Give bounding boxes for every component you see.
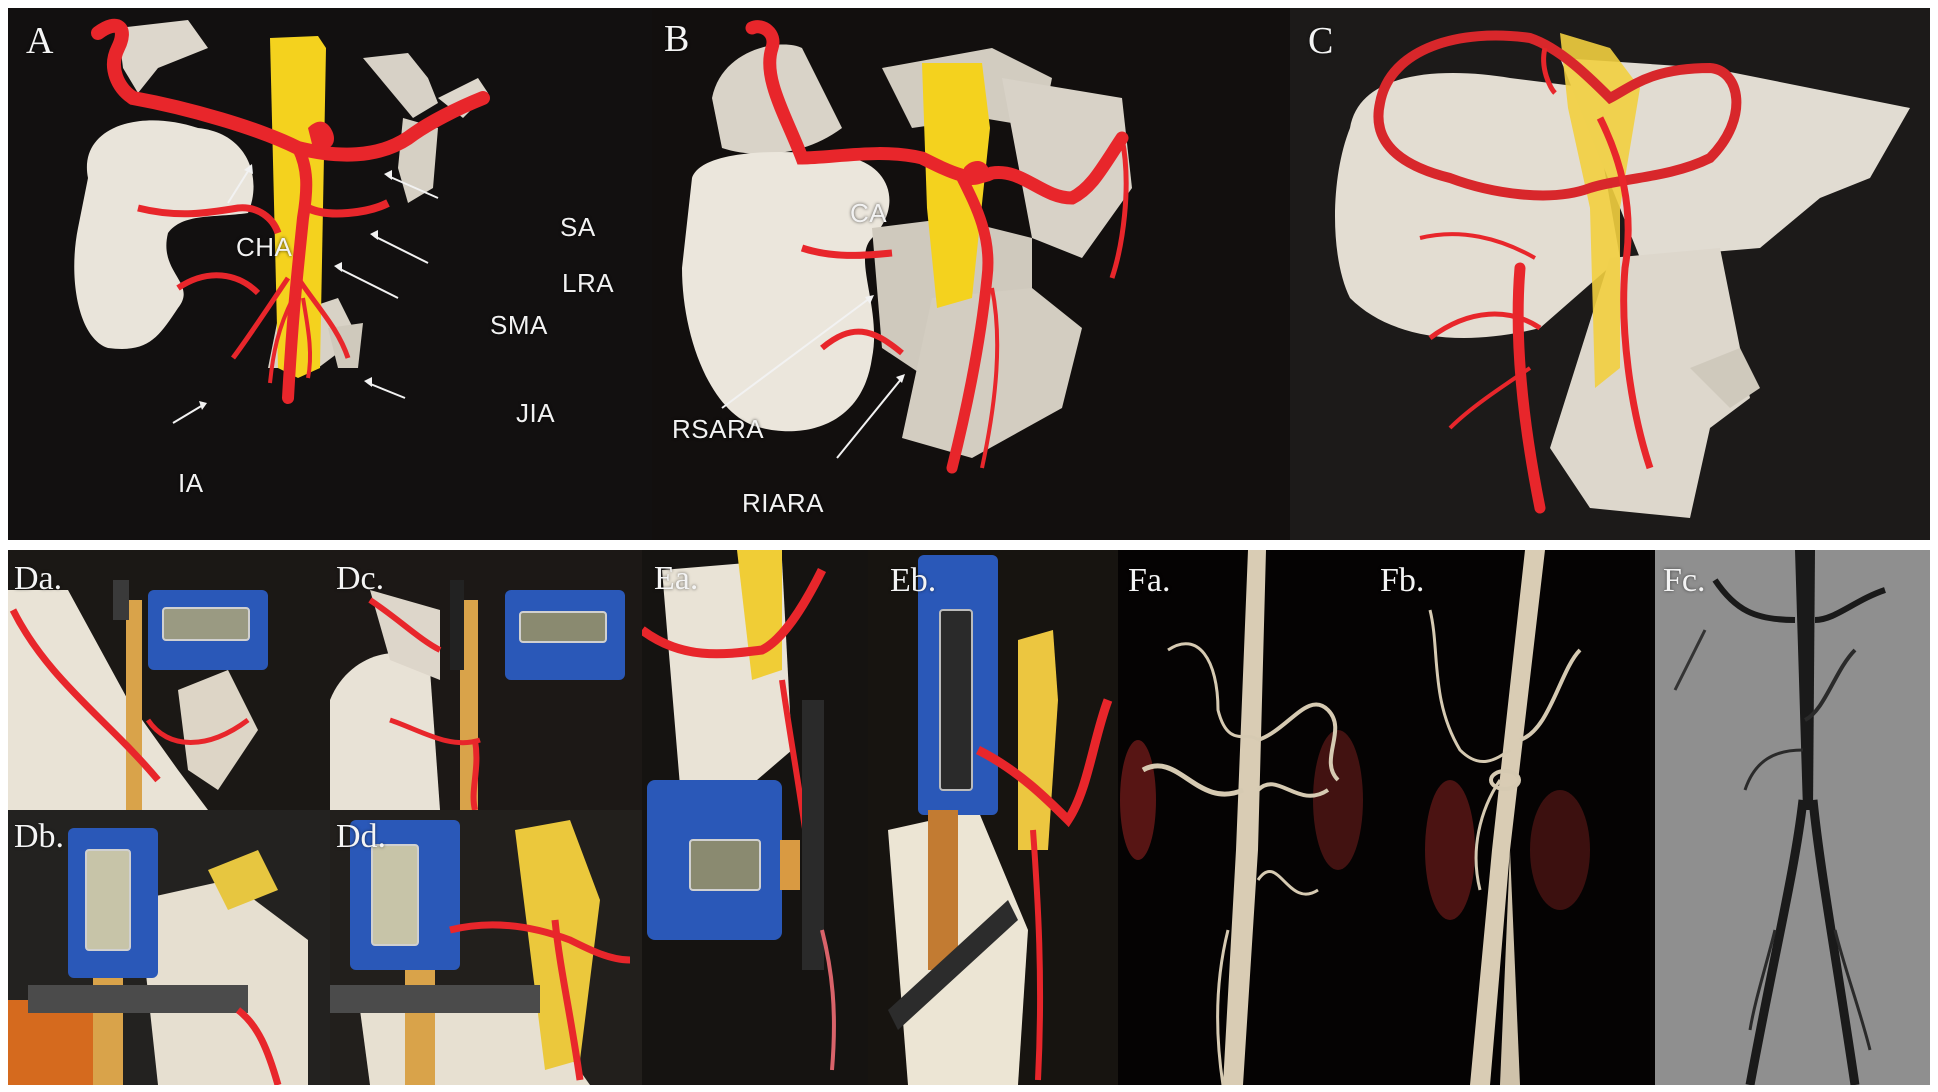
panel-fc-digital-subtraction-angiography-image (1673, 550, 1886, 1085)
panel-label-b: B (664, 18, 690, 60)
panel-eb: Eb. (868, 550, 1118, 1085)
annotation-ia: IA (178, 468, 204, 498)
panel-fc: Fc. (1655, 550, 1930, 1085)
panel-fa-ct-angiography-image (1120, 550, 1363, 1085)
annotation-sa: SA (560, 212, 596, 242)
panel-dc-caliper-measurement-image (330, 580, 625, 810)
annotation-jia: JIA (516, 398, 556, 428)
annotation-riara: RIARA (742, 488, 824, 518)
annotation-cha: CHA (236, 232, 293, 262)
panel-fa: Fa. (1118, 550, 1370, 1085)
panel-b: B CA RSARA RIARA (652, 8, 1290, 540)
panel-ea: Ea. (642, 550, 868, 1085)
annotation-sma: SMA (490, 310, 548, 340)
panel-label-ea: Ea. (654, 560, 699, 597)
annotation-ca: CA (850, 198, 888, 228)
panel-fb-ct-angiography-image (1425, 550, 1590, 1085)
panel-db-caliper-measurement-image (8, 828, 308, 1085)
panel-a: A SA CHA LRA SMA JIA IA (8, 8, 652, 540)
annotation-lra: LRA (562, 268, 615, 298)
panel-label-fb: Fb. (1380, 562, 1425, 599)
panel-da: Da. (8, 550, 330, 810)
panel-b-3d-vascular-model-image (682, 20, 1132, 474)
panel-label-dc: Dc. (336, 560, 385, 597)
panel-da-caliper-measurement-image (8, 580, 268, 810)
panel-a-3d-vascular-model-image (74, 18, 490, 424)
panel-dd-caliper-measurement-image (330, 820, 631, 1085)
panel-label-dd: Dd. (336, 818, 387, 855)
annotation-rsara: RSARA (672, 414, 765, 444)
panel-c: C (1290, 8, 1930, 540)
panel-label-a: A (26, 20, 54, 62)
panel-fb: Fb. (1370, 550, 1655, 1085)
panel-label-da: Da. (14, 560, 63, 597)
panel-ea-caliper-measurement-image (642, 550, 836, 1071)
panel-label-fa: Fa. (1128, 562, 1171, 599)
panel-label-db: Db. (14, 818, 65, 855)
panel-db: Db. (8, 810, 330, 1085)
panel-label-c: C (1308, 20, 1334, 62)
panel-dd: Dd. (330, 810, 642, 1085)
panel-dc: Dc. (330, 550, 642, 810)
panel-c-3d-vascular-model-image (1335, 30, 1910, 518)
panel-label-eb: Eb. (890, 562, 937, 599)
panel-eb-caliper-measurement-image (888, 555, 1113, 1085)
panel-label-fc: Fc. (1663, 562, 1706, 599)
